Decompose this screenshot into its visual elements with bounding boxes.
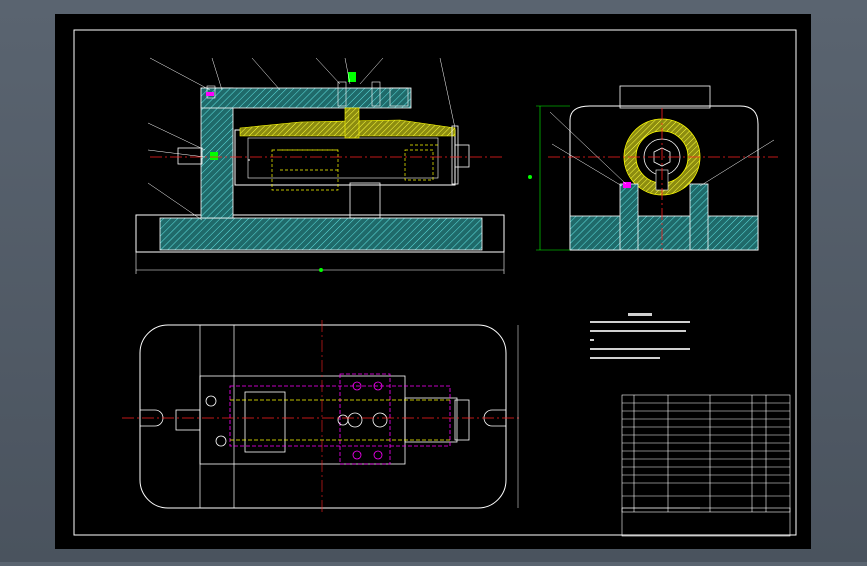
front-section-view [135,57,505,274]
side-section-view [528,85,778,251]
drawing-sheet [55,14,811,549]
drawing-frame [73,29,797,536]
technical-notes [590,313,690,359]
title-block [621,394,791,537]
top-plan-view [122,320,520,512]
